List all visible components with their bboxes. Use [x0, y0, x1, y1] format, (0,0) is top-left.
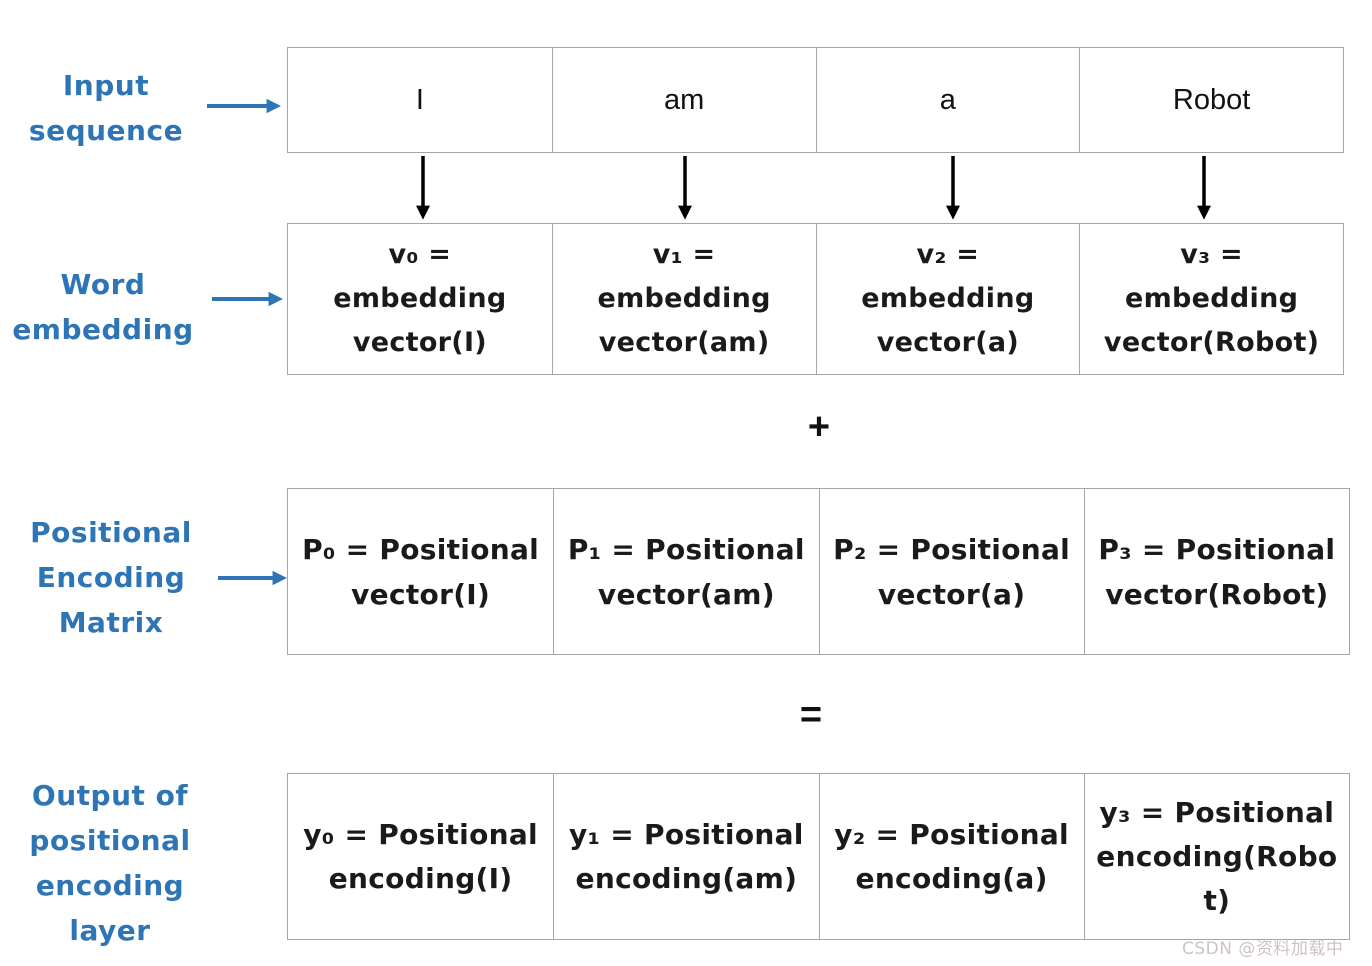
positional-vector-cell: P₀ = Positional vector(I): [302, 532, 540, 611]
embedding-vector-cell: v₃ = embedding vector(Robot): [1079, 224, 1343, 374]
word-embedding-row: v₀ = embedding vector(I) v₁ = embedding …: [287, 223, 1344, 375]
input-token-cell: Robot: [1079, 48, 1343, 152]
input-token-cell: I: [415, 83, 424, 116]
label-positional-encoding-matrix: Positional Encoding Matrix: [30, 516, 192, 639]
csdn-watermark: CSDN @资料加载中: [1182, 939, 1344, 959]
positional-vector-cell: P₃ = Positional vector(Robot): [1083, 489, 1349, 654]
equals-operator: =: [799, 694, 823, 736]
output-encoding-cell: y₃ = Positional encoding(Robo t): [1083, 774, 1349, 939]
label-output-positional-encoding-layer: Output of positional encoding layer: [29, 779, 191, 947]
positional-encoding-row: P₀ = Positional vector(I) P₁ = Positiona…: [287, 488, 1350, 655]
input-token-cell: a: [815, 48, 1080, 152]
label-input-sequence: Input sequence: [28, 69, 184, 147]
input-token-cell: am: [551, 48, 816, 152]
output-encoding-cell: y₂ = Positional encoding(a): [818, 774, 1084, 939]
plus-operator: +: [807, 406, 831, 448]
output-encoding-row: y₀ = Positional encoding(I) y₁ = Positio…: [287, 773, 1350, 940]
embedding-vector-cell: v₂ = embedding vector(a): [815, 224, 1080, 374]
output-encoding-cell: y₀ = Positional encoding(I): [303, 817, 538, 895]
label-word-embedding: Word embedding: [12, 268, 194, 346]
input-sequence-row: I am a Robot: [287, 47, 1344, 153]
positional-vector-cell: P₁ = Positional vector(am): [553, 489, 818, 654]
embedding-vector-cell: v₀ = embedding vector(I): [333, 239, 507, 358]
positional-vector-cell: P₂ = Positional vector(a): [818, 489, 1084, 654]
output-encoding-cell: y₁ = Positional encoding(am): [553, 774, 818, 939]
embedding-vector-cell: v₁ = embedding vector(am): [551, 224, 816, 374]
